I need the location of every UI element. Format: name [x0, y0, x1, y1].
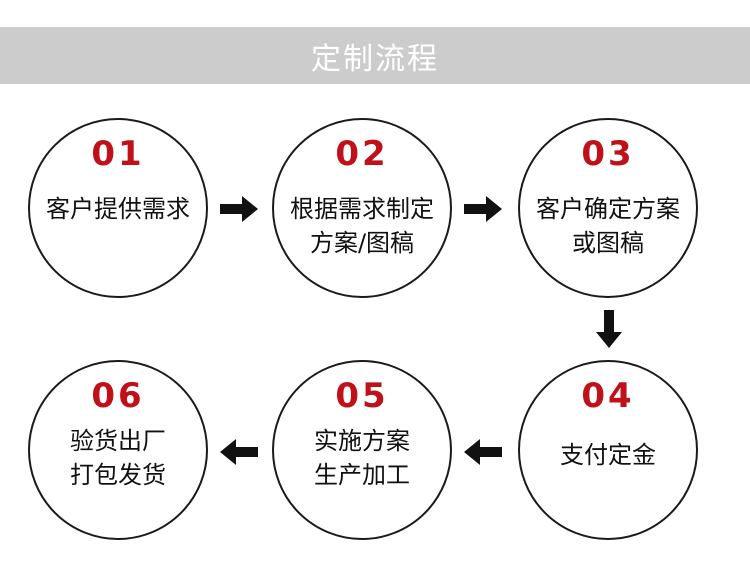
step-label-line: 打包发货	[70, 461, 166, 489]
step-number: 02	[335, 134, 389, 174]
step-label-line: 根据需求制定	[290, 195, 434, 223]
step-06-circle: 06 验货出厂 打包发货	[28, 360, 208, 540]
step-label: 客户提供需求	[30, 192, 206, 226]
step-04-circle: 04 支付定金	[518, 360, 698, 540]
page-title: 定制流程	[311, 41, 439, 77]
step-label: 客户确定方案 或图稿	[520, 192, 696, 260]
step-label-line: 生产加工	[314, 461, 410, 489]
arrow-right-icon	[464, 196, 502, 222]
arrow-left-icon	[220, 439, 258, 465]
step-05-circle: 05 实施方案 生产加工	[272, 360, 452, 540]
title-banner: 定制流程	[0, 27, 750, 84]
step-label-line: 支付定金	[560, 441, 656, 469]
step-number: 01	[91, 134, 145, 174]
step-number: 03	[581, 134, 635, 174]
step-label-line: 或图稿	[572, 229, 644, 257]
step-number: 05	[335, 376, 389, 416]
step-label-line: 客户确定方案	[536, 195, 680, 223]
step-label: 支付定金	[520, 438, 696, 472]
arrow-right-icon	[220, 196, 258, 222]
step-01-circle: 01 客户提供需求	[28, 118, 208, 298]
step-label-line: 方案/图稿	[309, 229, 415, 257]
step-label-line: 客户提供需求	[46, 195, 190, 223]
arrow-down-icon	[596, 310, 622, 348]
step-label-line: 实施方案	[314, 427, 410, 455]
step-label-line: 验货出厂	[70, 427, 166, 455]
step-02-circle: 02 根据需求制定 方案/图稿	[272, 118, 452, 298]
step-number: 04	[581, 376, 635, 416]
step-number: 06	[91, 376, 145, 416]
arrow-left-icon	[464, 439, 502, 465]
step-label: 验货出厂 打包发货	[30, 424, 206, 492]
step-03-circle: 03 客户确定方案 或图稿	[518, 118, 698, 298]
step-label: 根据需求制定 方案/图稿	[274, 192, 450, 260]
step-label: 实施方案 生产加工	[274, 424, 450, 492]
